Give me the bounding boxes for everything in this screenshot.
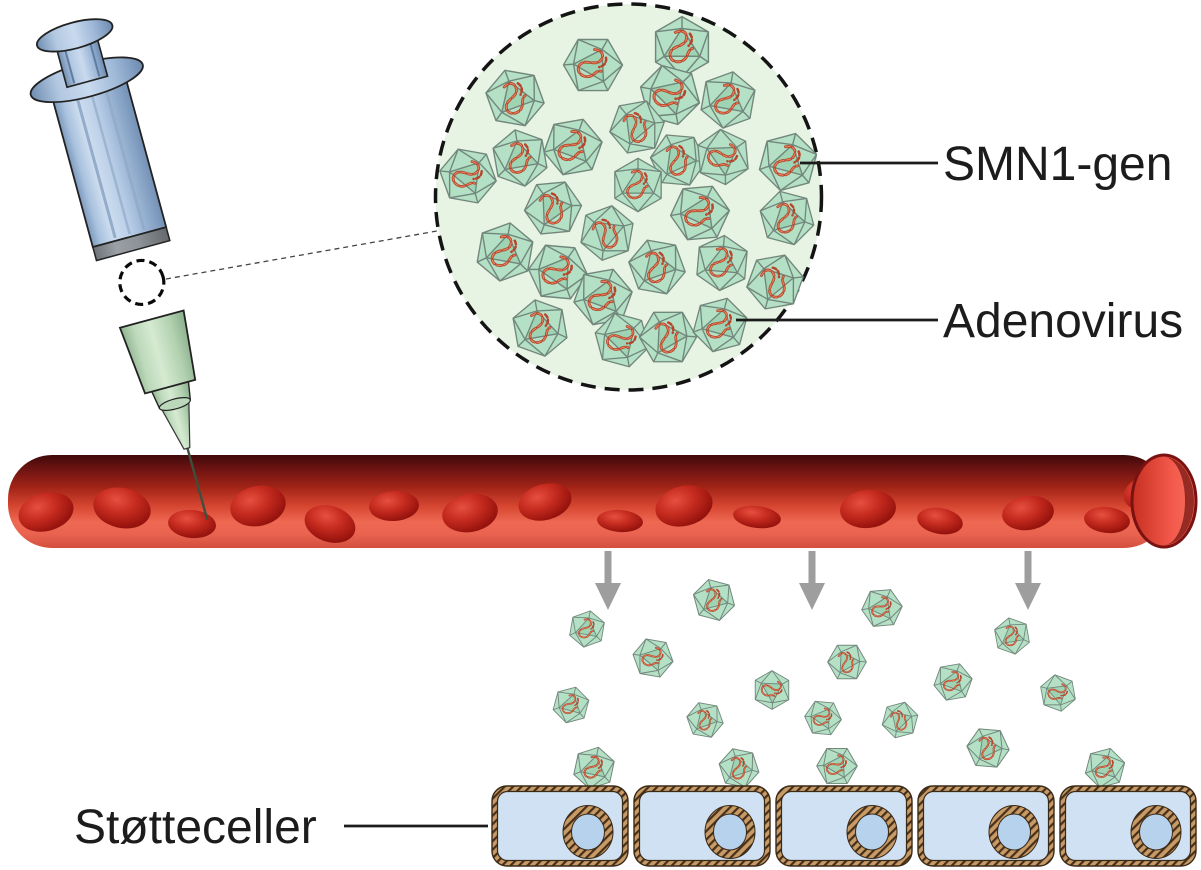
adenovirus-icon bbox=[798, 692, 848, 744]
red-blood-cell-icon bbox=[304, 505, 356, 543]
adenovirus-icon bbox=[929, 657, 977, 707]
vessel-opening-shadow bbox=[1164, 457, 1194, 545]
support-cell bbox=[917, 785, 1055, 867]
down-arrow-icon bbox=[595, 551, 621, 610]
cell-nucleus bbox=[713, 813, 747, 851]
red-blood-cell-icon bbox=[840, 489, 896, 529]
adenovirus-icon bbox=[745, 664, 799, 716]
down-arrow-icon bbox=[1015, 551, 1041, 610]
syringe-icon bbox=[29, 18, 209, 520]
adenovirus-icon bbox=[821, 635, 873, 689]
support-cell bbox=[633, 785, 771, 867]
blood-vessel bbox=[8, 453, 1198, 549]
red-blood-cell-icon bbox=[230, 485, 286, 527]
vessel-opening bbox=[1130, 453, 1198, 549]
cell-nucleus bbox=[855, 813, 889, 851]
red-blood-cell-icon bbox=[369, 490, 419, 522]
red-blood-cell-icon bbox=[442, 493, 498, 533]
adenovirus-icon bbox=[992, 614, 1032, 658]
adenovirus-icon bbox=[874, 694, 926, 746]
red-blood-cell-icon bbox=[917, 507, 963, 535]
magnified-source-circle bbox=[118, 258, 166, 307]
red-blood-cells bbox=[18, 474, 1173, 543]
red-blood-cell-icon bbox=[733, 505, 781, 529]
adenovirus-icon bbox=[715, 742, 763, 794]
label-adenovirus: Adenovirus bbox=[943, 295, 1184, 348]
adenovirus-icon bbox=[682, 696, 728, 744]
adenovirus-icon bbox=[1032, 668, 1084, 718]
label-support-cells: Støtteceller bbox=[74, 801, 317, 854]
adenovirus-icon bbox=[856, 581, 908, 635]
release-arrows bbox=[595, 551, 1041, 610]
cell-nucleus bbox=[997, 813, 1031, 851]
support-cell bbox=[1059, 785, 1197, 867]
adenovirus-icon bbox=[567, 607, 607, 651]
support-cell bbox=[491, 785, 629, 867]
adenovirus-icon bbox=[625, 630, 681, 686]
adenovirus-icon bbox=[961, 720, 1015, 776]
red-blood-cell-icon bbox=[93, 487, 151, 529]
cell-nucleus bbox=[571, 813, 605, 851]
adenovirus-icon bbox=[1081, 742, 1129, 794]
red-blood-cell-icon bbox=[18, 492, 74, 532]
down-arrow-icon bbox=[799, 551, 825, 610]
red-blood-cell-icon bbox=[597, 509, 643, 533]
adenovirus-icon bbox=[810, 738, 864, 794]
red-blood-cell-icon bbox=[655, 485, 713, 527]
red-blood-cell-icon bbox=[1002, 495, 1054, 531]
magnifier-connector-line bbox=[165, 230, 438, 280]
adenovirus-icon bbox=[689, 573, 739, 627]
support-cell-row bbox=[491, 785, 1197, 867]
support-cell bbox=[775, 785, 913, 867]
adenovirus-icon bbox=[549, 682, 593, 728]
scattered-viruses bbox=[549, 573, 1129, 794]
red-blood-cell-icon bbox=[518, 483, 572, 521]
red-blood-cell-icon bbox=[168, 509, 216, 539]
cell-nucleus bbox=[1139, 813, 1173, 851]
label-smn1-gene: SMN1-gen bbox=[943, 138, 1173, 191]
adenovirus-icon bbox=[570, 742, 618, 794]
red-blood-cell-icon bbox=[1084, 506, 1130, 534]
